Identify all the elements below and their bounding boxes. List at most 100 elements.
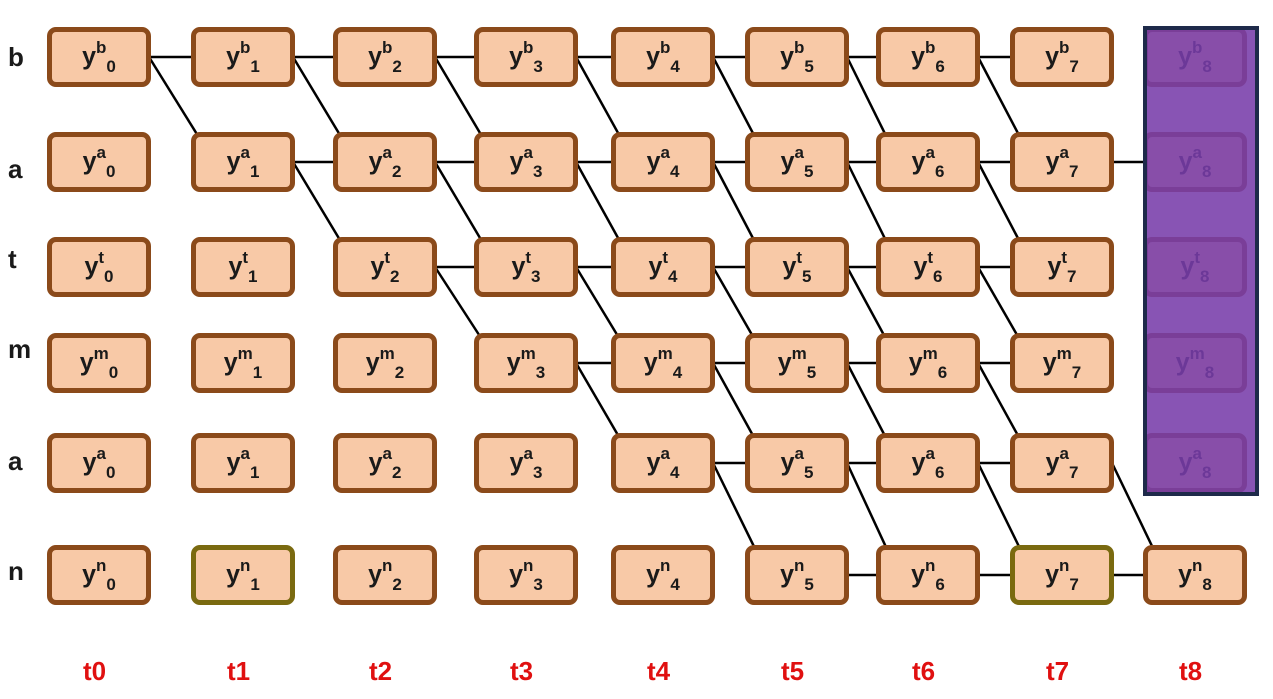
node-m-t1-row3: ym1 bbox=[191, 333, 295, 393]
node-m-t2-row3: ym2 bbox=[333, 333, 437, 393]
node-subscript: 6 bbox=[935, 57, 945, 77]
node-label: yt3 bbox=[511, 249, 540, 285]
node-base: y bbox=[780, 42, 795, 71]
node-base: y bbox=[365, 348, 380, 377]
column-label-t8: t8 bbox=[1179, 656, 1203, 686]
node-superscript: a bbox=[794, 443, 804, 463]
node-label: ya0 bbox=[82, 144, 116, 180]
node-subscript: 7 bbox=[1069, 575, 1079, 595]
node-base: y bbox=[368, 42, 383, 71]
node-base: y bbox=[1045, 147, 1060, 176]
node-superscript: t bbox=[796, 247, 803, 267]
node-subscript: 4 bbox=[670, 575, 680, 595]
node-superscript: a bbox=[925, 443, 935, 463]
node-superscript: a bbox=[240, 443, 250, 463]
node-label: yt0 bbox=[84, 249, 113, 285]
node-base: y bbox=[509, 42, 524, 71]
node-subscript: 1 bbox=[248, 267, 258, 287]
node-base: y bbox=[782, 252, 797, 281]
node-superscript: n bbox=[794, 555, 805, 575]
node-label: ym4 bbox=[643, 345, 683, 383]
node-subscript: 4 bbox=[672, 363, 683, 383]
node-base: y bbox=[646, 147, 661, 176]
node-superscript: m bbox=[1056, 343, 1072, 363]
node-a-t6-row4: ya6 bbox=[876, 433, 980, 493]
node-label: yn4 bbox=[646, 555, 680, 595]
node-base: y bbox=[1047, 252, 1062, 281]
node-subscript: 6 bbox=[937, 363, 948, 383]
node-base: y bbox=[82, 147, 97, 176]
node-label: yb4 bbox=[646, 39, 680, 75]
node-n-t3-row5: yn3 bbox=[474, 545, 578, 605]
node-superscript: a bbox=[925, 142, 935, 162]
node-subscript: 4 bbox=[668, 267, 678, 287]
node-subscript: 2 bbox=[392, 57, 402, 77]
node-superscript: t bbox=[1061, 247, 1068, 267]
node-base: y bbox=[911, 448, 926, 477]
node-label: ya1 bbox=[227, 443, 260, 481]
node-superscript: t bbox=[384, 247, 391, 267]
node-superscript: a bbox=[382, 443, 392, 463]
node-base: y bbox=[370, 252, 385, 281]
node-label: yn5 bbox=[780, 555, 814, 593]
node-t-t0-row2: yt0 bbox=[47, 237, 151, 297]
node-superscript: b bbox=[96, 37, 107, 57]
node-label: yn6 bbox=[911, 557, 945, 593]
node-a-t1-row4: ya1 bbox=[191, 433, 295, 493]
node-a-t2-row4: ya2 bbox=[333, 433, 437, 493]
row-label-0: b bbox=[8, 42, 24, 72]
node-superscript: a bbox=[96, 443, 106, 463]
node-subscript: 7 bbox=[1067, 267, 1077, 287]
node-m-t3-row3: ym3 bbox=[474, 333, 578, 393]
node-subscript: 3 bbox=[533, 575, 543, 595]
node-a-t0-row1: ya0 bbox=[47, 132, 151, 192]
node-a-t4-row4: ya4 bbox=[611, 433, 715, 493]
node-t-t1-row2: yt1 bbox=[191, 237, 295, 297]
node-t-t3-row2: yt3 bbox=[474, 237, 578, 297]
node-base: y bbox=[913, 252, 928, 281]
node-base: y bbox=[509, 147, 524, 176]
node-superscript: n bbox=[660, 555, 671, 575]
column-label-t5: t5 bbox=[781, 656, 805, 686]
node-a-t7-row4: ya7 bbox=[1010, 433, 1114, 493]
node-label: yb0 bbox=[82, 37, 116, 75]
node-base: y bbox=[780, 448, 795, 477]
node-m-t4-row3: ym4 bbox=[611, 333, 715, 393]
node-label: ya3 bbox=[509, 144, 543, 180]
node-label: yb1 bbox=[226, 37, 260, 75]
node-label: yt4 bbox=[648, 249, 678, 287]
column-label-t1: t1 bbox=[227, 656, 251, 686]
node-subscript: 2 bbox=[394, 363, 405, 383]
node-m-t0-row3: ym0 bbox=[47, 333, 151, 393]
node-base: y bbox=[82, 448, 97, 477]
node-label: ya2 bbox=[369, 144, 402, 180]
node-n-t5-row5: yn5 bbox=[745, 545, 849, 605]
node-superscript: b bbox=[523, 37, 534, 57]
node-n-t0-row5: yn0 bbox=[47, 545, 151, 605]
highlight-column-overlay bbox=[1143, 26, 1259, 496]
node-superscript: m bbox=[93, 343, 109, 363]
column-label-t7: t7 bbox=[1046, 656, 1070, 686]
node-superscript: n bbox=[1059, 555, 1070, 575]
node-t-t6-row2: yt6 bbox=[876, 237, 980, 297]
node-base: y bbox=[79, 348, 94, 377]
node-superscript: t bbox=[242, 247, 249, 267]
node-base: y bbox=[368, 448, 383, 477]
node-subscript: 2 bbox=[391, 463, 402, 483]
node-base: y bbox=[777, 348, 792, 377]
node-a-t3-row4: ya3 bbox=[474, 433, 578, 493]
node-base: y bbox=[643, 348, 658, 377]
node-base: y bbox=[226, 560, 241, 589]
node-label: ya7 bbox=[1046, 445, 1079, 481]
node-b-t0-row0: yb0 bbox=[47, 27, 151, 87]
node-subscript: 7 bbox=[1071, 363, 1082, 383]
node-superscript: b bbox=[925, 37, 936, 57]
node-superscript: a bbox=[660, 142, 670, 162]
node-label: yn7 bbox=[1045, 555, 1079, 595]
node-base: y bbox=[82, 560, 97, 589]
node-subscript: 5 bbox=[803, 162, 814, 182]
node-base: y bbox=[84, 252, 99, 281]
row-label-3: m bbox=[8, 334, 32, 364]
row-label-1: a bbox=[8, 154, 23, 184]
node-superscript: b bbox=[240, 37, 251, 57]
